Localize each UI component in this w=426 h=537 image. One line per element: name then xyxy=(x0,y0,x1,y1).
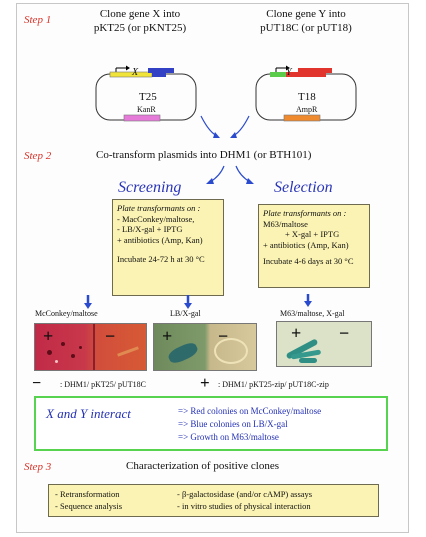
gene-y-label-top: Y xyxy=(286,67,292,78)
selection-box-line: + antibiotics (Amp, Kan) xyxy=(263,239,349,250)
gene-y-bar xyxy=(298,68,332,73)
clone-x-line2: pKT25 (or pKNT25) xyxy=(93,22,187,34)
clone-y-line2: pUT18C (or pUT18) xyxy=(260,22,352,34)
lb-xgal-plate: + − xyxy=(153,323,257,371)
gene-x-insert xyxy=(152,72,166,77)
interact-title: X and Y interact xyxy=(46,406,131,421)
promoter-y-arrow xyxy=(286,65,290,71)
screening-box-incubate: Incubate 24-72 h at 30 °C xyxy=(117,254,205,265)
plasmid-y-diagram xyxy=(255,65,357,122)
screening-box-line: - LB/X-gal + IPTG xyxy=(117,224,183,235)
gene-x-label-top: X xyxy=(132,67,139,78)
clone-y-line1: Clone gene Y into xyxy=(266,8,346,20)
gene-y-insert xyxy=(286,72,326,77)
m63-plate-label: M63/maltose, X-gal xyxy=(280,309,345,318)
characterization-item: - Retransformation xyxy=(55,489,120,499)
characterization-left: - Retransformation - Sequence analysis xyxy=(55,489,122,512)
screening-box-line: - MacConkey/maltose, xyxy=(117,213,195,224)
lb-plus-sign: + xyxy=(162,326,173,346)
plasmid-x-diagram xyxy=(95,65,197,122)
kan-marker xyxy=(123,114,161,122)
selection-box-incubate: Incubate 4-6 days at 30 °C xyxy=(263,256,354,267)
m63-plate: + − xyxy=(276,321,372,367)
t18-segment xyxy=(270,72,286,77)
amp-marker xyxy=(283,114,321,122)
screening-box: Plate transformants on : - MacConkey/mal… xyxy=(112,199,224,296)
cotransform-text: Co-transform plasmids into DHM1 (or BTH1… xyxy=(96,149,312,161)
step2-label: Step 2 xyxy=(24,150,52,162)
legend-minus-text: : DHM1/ pKT25/ pUT18C xyxy=(60,380,146,389)
converge-arrows xyxy=(200,115,250,138)
kan-label: KanR xyxy=(137,105,156,114)
mac-plus-sign: + xyxy=(43,326,54,346)
selection-box-title: Plate transformants on : xyxy=(263,208,347,218)
clone-x-text: Clone gene X into pKT25 (or pKNT25) xyxy=(80,7,200,35)
mcconkey-plate: + − xyxy=(34,323,147,371)
mac-minus-sign: − xyxy=(105,326,116,346)
selection-box-line: M63/maltose xyxy=(263,218,308,229)
mac-plate-label: McConkey/maltose xyxy=(35,309,98,318)
screening-box-title: Plate transformants on : xyxy=(117,203,201,213)
lb-plate-label: LB/X-gal xyxy=(170,309,201,318)
interact-line: => Red colonies on McConkey/maltose xyxy=(178,406,322,416)
interact-line: => Growth on M63/maltose xyxy=(178,432,279,442)
m63-plus-sign: + xyxy=(291,323,302,343)
characterization-item: - in vitro studies of physical interacti… xyxy=(177,500,311,511)
gene-x-bar xyxy=(148,68,174,73)
legend-plus-text: : DHM1/ pKT25-zip/ pUT18C-zip xyxy=(218,380,329,389)
interact-box: X and Y interact => Red colonies on McCo… xyxy=(34,396,388,451)
step1-label: Step 1 xyxy=(24,14,52,26)
step3-label: Step 3 xyxy=(24,461,52,473)
characterization-title: Characterization of positive clones xyxy=(126,460,280,472)
characterization-item: - β-galactosidase (and/or cAMP) assays xyxy=(177,489,313,499)
clone-x-line1: Clone gene X into xyxy=(99,8,181,20)
t18-label: T18 xyxy=(298,91,316,103)
promoter-x-arrow xyxy=(126,65,130,71)
selection-box: Plate transformants on : M63/maltose + X… xyxy=(258,204,370,288)
clone-y-text: Clone gene Y into pUT18C (or pUT18) xyxy=(246,7,366,35)
selection-heading: Selection xyxy=(274,179,333,196)
down-arrows xyxy=(84,294,312,309)
screening-box-line: + antibiotics (Amp, Kan) xyxy=(117,234,203,245)
m63-minus-sign: − xyxy=(339,323,350,343)
characterization-item: - Sequence analysis xyxy=(55,500,123,511)
lb-minus-sign: − xyxy=(218,326,229,346)
selection-box-line: + X-gal + IPTG xyxy=(285,229,340,240)
interact-line: => Blue colonies on LB/X-gal xyxy=(178,419,288,429)
amp-label: AmpR xyxy=(296,105,318,114)
split-arrows xyxy=(206,165,254,184)
characterization-right: - β-galactosidase (and/or cAMP) assays -… xyxy=(177,489,312,512)
legend-minus-symbol: − xyxy=(32,375,42,392)
t25-label: T25 xyxy=(139,91,157,103)
t25-segment xyxy=(109,71,153,78)
screening-heading: Screening xyxy=(118,179,182,196)
interact-lines: => Red colonies on McConkey/maltose => B… xyxy=(178,405,321,444)
characterization-box: - Retransformation - Sequence analysis -… xyxy=(48,484,379,517)
legend-plus-symbol: + xyxy=(200,373,210,392)
